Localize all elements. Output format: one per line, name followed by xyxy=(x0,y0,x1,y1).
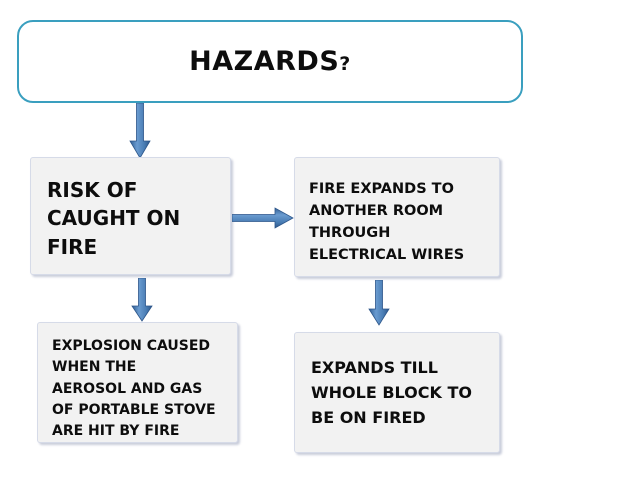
diagram-title-label: HAZARDS xyxy=(189,46,340,77)
diagram-title-node[interactable]: HAZARDS? xyxy=(17,20,523,103)
arrow-down-icon-risk-to-explosion xyxy=(131,278,153,322)
node-explosion-caused-by-aerosol-gas[interactable]: EXPLOSION CAUSED WHEN THE AEROSOL AND GA… xyxy=(37,322,238,443)
diagram-title-text: HAZARDS? xyxy=(189,46,351,77)
node-risk-label: RISK OF CAUGHT ON FIRE xyxy=(47,178,181,259)
diagram-title-question-mark: ? xyxy=(339,53,351,75)
node-expands-till-whole-block[interactable]: EXPANDS TILL WHOLE BLOCK TO BE ON FIRED xyxy=(294,332,500,453)
node-expand-room-label: FIRE EXPANDS TO ANOTHER ROOM THROUGH ELE… xyxy=(309,181,465,264)
arrow-down-icon-title-to-risk xyxy=(129,103,151,159)
node-explosion-label: EXPLOSION CAUSED WHEN THE AEROSOL AND GA… xyxy=(52,338,216,440)
node-fire-expands-to-another-room[interactable]: FIRE EXPANDS TO ANOTHER ROOM THROUGH ELE… xyxy=(294,157,500,277)
node-risk-of-caught-on-fire[interactable]: RISK OF CAUGHT ON FIRE xyxy=(30,157,231,275)
arrow-down-icon-expand-to-whole-block xyxy=(368,280,390,326)
arrow-right-icon-risk-to-expand xyxy=(232,207,294,229)
node-whole-block-label: EXPANDS TILL WHOLE BLOCK TO BE ON FIRED xyxy=(311,357,472,428)
